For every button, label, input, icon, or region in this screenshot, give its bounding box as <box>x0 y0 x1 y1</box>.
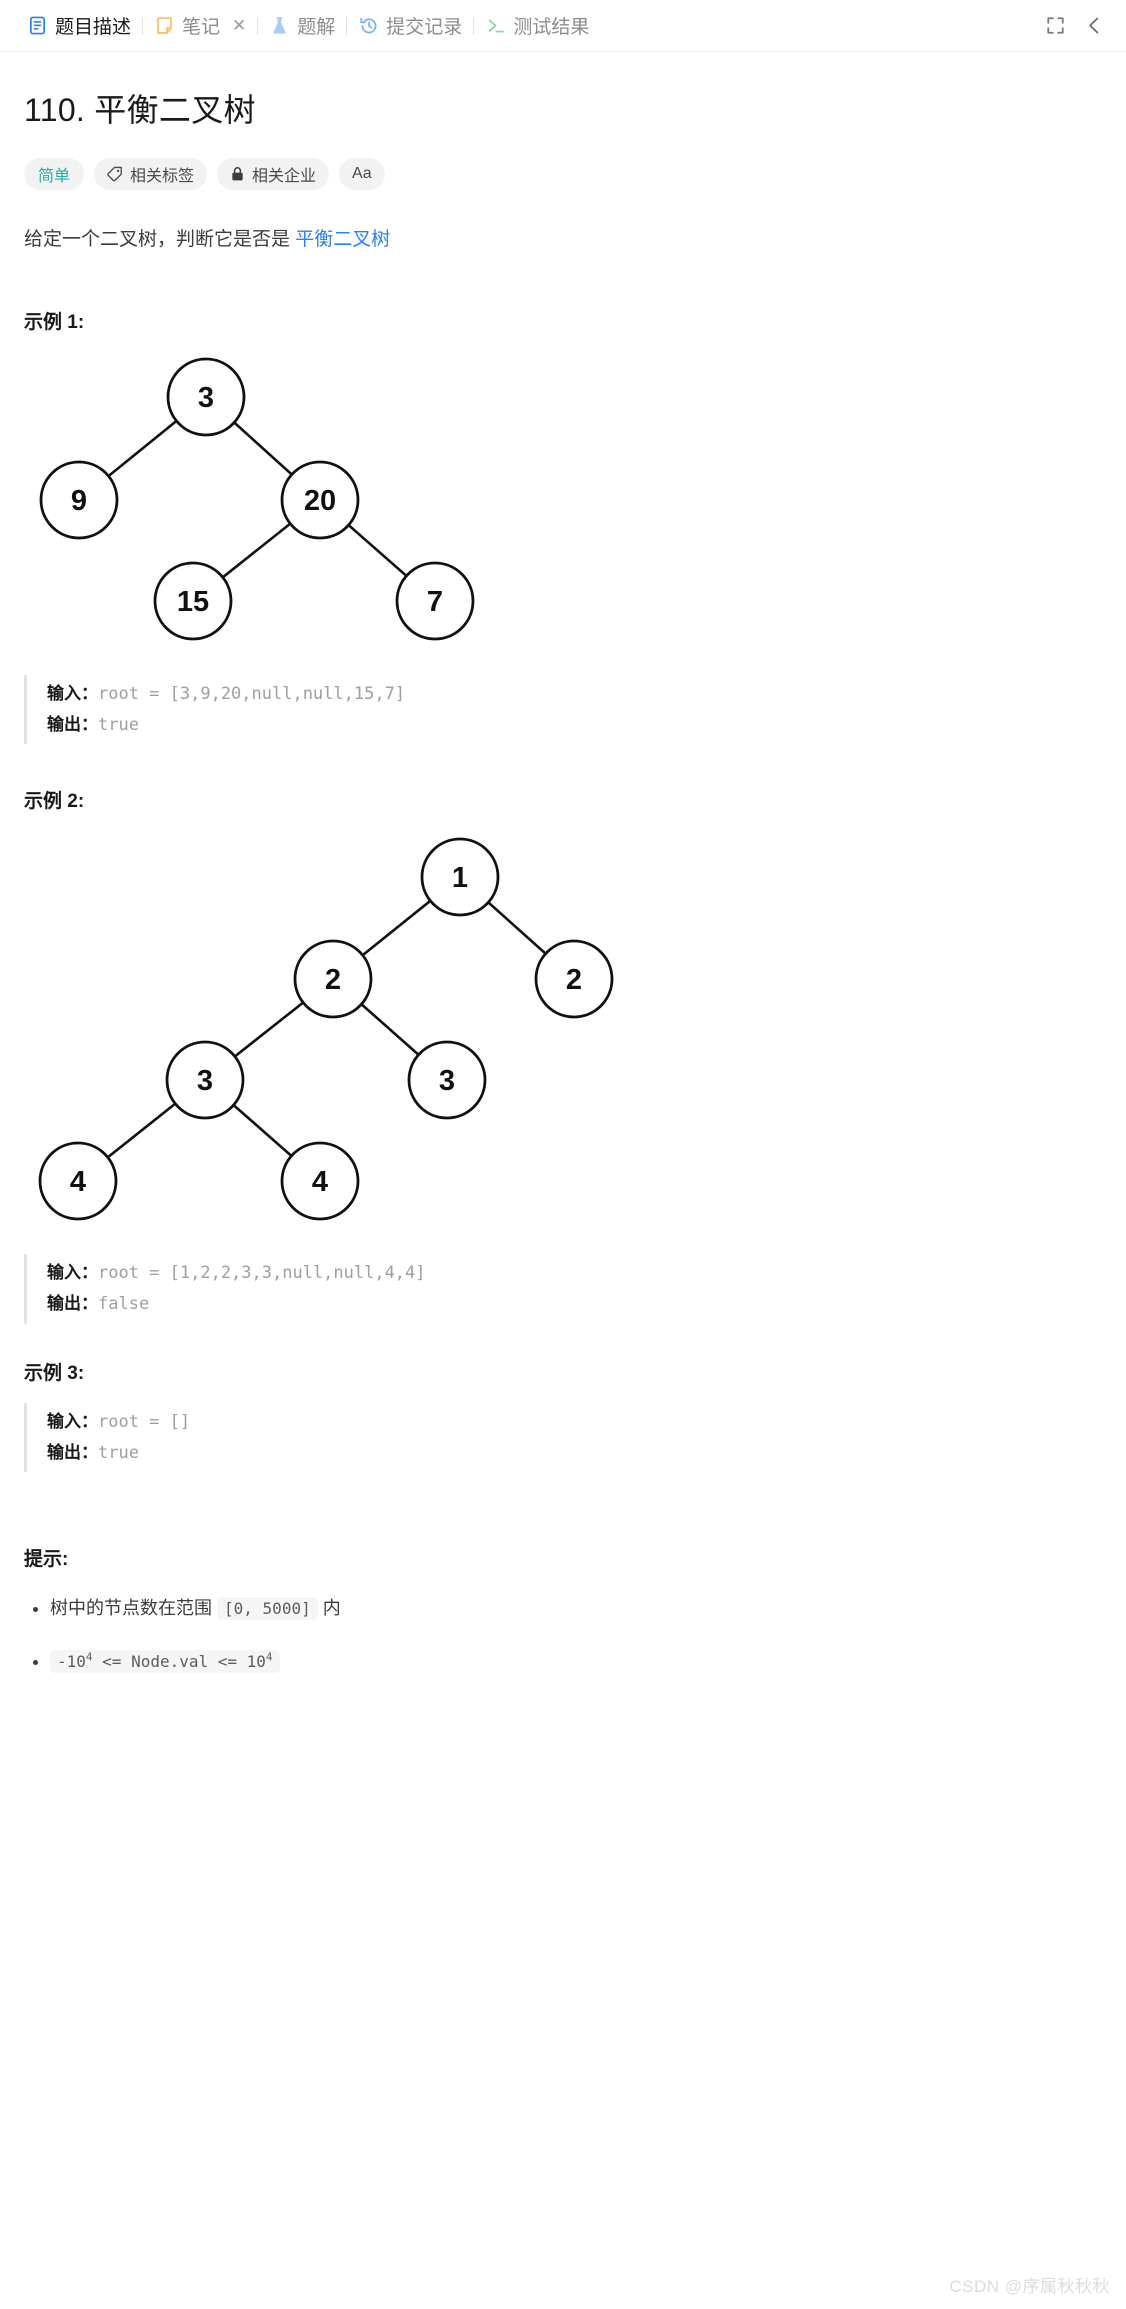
tab-notes[interactable]: 笔记 ✕ <box>143 9 257 43</box>
example-heading: 示例 3: <box>24 1362 85 1384</box>
example-1-tree-diagram: 3 9 20 15 7 <box>24 352 1102 657</box>
tree-node-label: 2 <box>566 964 582 996</box>
tree-node-label: 20 <box>304 485 336 517</box>
input-label: 输入： <box>47 1263 98 1283</box>
tab-separator <box>473 16 475 35</box>
binary-tree-svg: 3 9 20 15 7 <box>39 357 475 641</box>
example-1-io: 输入：root = [3,9,20,null,null,15,7] 输出：tru… <box>24 674 1102 745</box>
tree-node-label: 4 <box>70 1166 86 1198</box>
related-tags-button[interactable]: 相关标签 <box>94 157 208 190</box>
input-line: 输入：root = [1,2,2,3,3,null,null,4,4] <box>47 1258 1102 1289</box>
tree-node-label: 3 <box>197 1065 213 1097</box>
example-2-io: 输入：root = [1,2,2,3,3,null,null,4,4] 输出：f… <box>24 1254 1102 1324</box>
example-3-io: 输入：root = [] 输出：true <box>24 1402 1102 1473</box>
tab-separator <box>346 16 348 35</box>
input-value: root = [] <box>98 1411 191 1432</box>
output-value: true <box>98 1442 139 1463</box>
output-value: true <box>98 714 139 735</box>
hint-item: 树中的节点数在范围 [0, 5000] 内 <box>50 1593 1102 1624</box>
problem-content: 110. 平衡二叉树 简单 相关标签 相关企业 Aa <box>0 52 1126 1677</box>
input-line: 输入：root = [3,9,20,null,null,15,7] <box>47 679 1102 710</box>
hint-text-prefix: 树中的节点数在范围 <box>50 1598 218 1619</box>
tab-solutions[interactable]: 题解 <box>258 9 346 43</box>
chip-label: 相关标签 <box>130 167 195 185</box>
hint-text-suffix: 内 <box>317 1598 341 1619</box>
terminal-icon <box>485 15 506 36</box>
tab-label: 笔记 <box>182 17 221 38</box>
tree-node-label: 1 <box>452 862 468 894</box>
tab-label: 题解 <box>297 17 336 38</box>
tab-label: 提交记录 <box>386 17 463 38</box>
output-value: false <box>98 1294 150 1315</box>
tag-icon <box>107 166 123 182</box>
hints-list: 树中的节点数在范围 [0, 5000] 内 -104 <= Node.val <… <box>24 1593 1102 1676</box>
binary-tree-svg: 1 2 2 3 3 4 4 <box>38 838 614 1221</box>
input-line: 输入：root = [] <box>47 1407 1102 1438</box>
example-heading: 示例 1: <box>24 311 85 333</box>
font-size-button[interactable]: Aa <box>339 157 385 190</box>
watermark: CSDN @序属秋秋秋 <box>949 2277 1110 2296</box>
difficulty-label: 简单 <box>38 167 71 185</box>
tab-bar: 题目描述 笔记 ✕ 题解 <box>0 0 1126 52</box>
difficulty-badge: 简单 <box>24 157 85 190</box>
description-text: 给定一个二叉树，判断它是否是 <box>24 228 296 250</box>
close-icon[interactable]: ✕ <box>232 16 247 35</box>
tab-list: 题目描述 笔记 ✕ 题解 <box>16 9 1046 43</box>
history-icon <box>358 15 379 36</box>
tree-node-label: 3 <box>439 1065 455 1097</box>
hints-heading: 提示: <box>24 1549 69 1571</box>
tab-separator <box>142 16 144 35</box>
tab-bar-actions <box>1046 16 1108 35</box>
flask-icon <box>269 15 290 36</box>
output-label: 输出： <box>47 1442 98 1462</box>
collapse-chevron-left-icon[interactable] <box>1085 16 1104 35</box>
tab-separator <box>257 16 259 35</box>
tab-problem-description[interactable]: 题目描述 <box>16 9 142 43</box>
input-label: 输入： <box>47 1411 98 1431</box>
output-line: 输出：true <box>47 1438 1102 1469</box>
example-2-tree-diagram: 1 2 2 3 3 4 4 <box>24 831 1102 1236</box>
fullscreen-icon[interactable] <box>1046 16 1065 35</box>
tree-node-label: 7 <box>427 586 443 618</box>
page-title: 110. 平衡二叉树 <box>24 92 256 128</box>
chip-label: 相关企业 <box>252 167 317 185</box>
tree-node-label: 9 <box>71 485 87 517</box>
input-value: root = [3,9,20,null,null,15,7] <box>98 683 406 704</box>
related-companies-button[interactable]: 相关企业 <box>217 157 330 190</box>
tree-node-label: 3 <box>198 382 214 414</box>
hint-item: -104 <= Node.val <= 104 <box>50 1646 1102 1677</box>
example-3: 示例 3: 输入：root = [] 输出：true <box>24 1358 1102 1473</box>
document-icon <box>27 15 48 36</box>
problem-description: 给定一个二叉树，判断它是否是 平衡二叉树 <box>24 224 1102 255</box>
example-heading: 示例 2: <box>24 791 85 813</box>
tab-label: 题目描述 <box>55 17 132 38</box>
tree-node-label: 15 <box>177 586 209 618</box>
hint-code: [0, 5000] <box>217 1597 318 1621</box>
output-line: 输出：true <box>47 710 1102 741</box>
input-value: root = [1,2,2,3,3,null,null,4,4] <box>98 1263 426 1284</box>
tab-test-result[interactable]: 测试结果 <box>474 9 600 43</box>
tree-node-label: 4 <box>312 1166 328 1198</box>
hints-section: 提示: 树中的节点数在范围 [0, 5000] 内 -104 <= Node.v… <box>24 1544 1102 1676</box>
hint-code: -104 <= Node.val <= 104 <box>50 1650 280 1674</box>
example-2: 示例 2: <box>24 786 1102 1324</box>
tab-submissions[interactable]: 提交记录 <box>347 9 473 43</box>
output-label: 输出： <box>47 714 98 734</box>
tree-node-label: 2 <box>325 964 341 996</box>
output-label: 输出： <box>47 1294 98 1314</box>
chip-label: Aa <box>352 164 372 182</box>
output-line: 输出：false <box>47 1289 1102 1320</box>
example-1: 示例 1: 3 9 20 15 <box>24 307 1102 745</box>
balanced-binary-tree-link[interactable]: 平衡二叉树 <box>295 228 391 250</box>
chip-row: 简单 相关标签 相关企业 Aa <box>24 157 1102 190</box>
tab-label: 测试结果 <box>513 17 590 38</box>
note-icon <box>154 15 175 36</box>
lock-icon <box>230 166 245 182</box>
input-label: 输入： <box>47 683 98 703</box>
